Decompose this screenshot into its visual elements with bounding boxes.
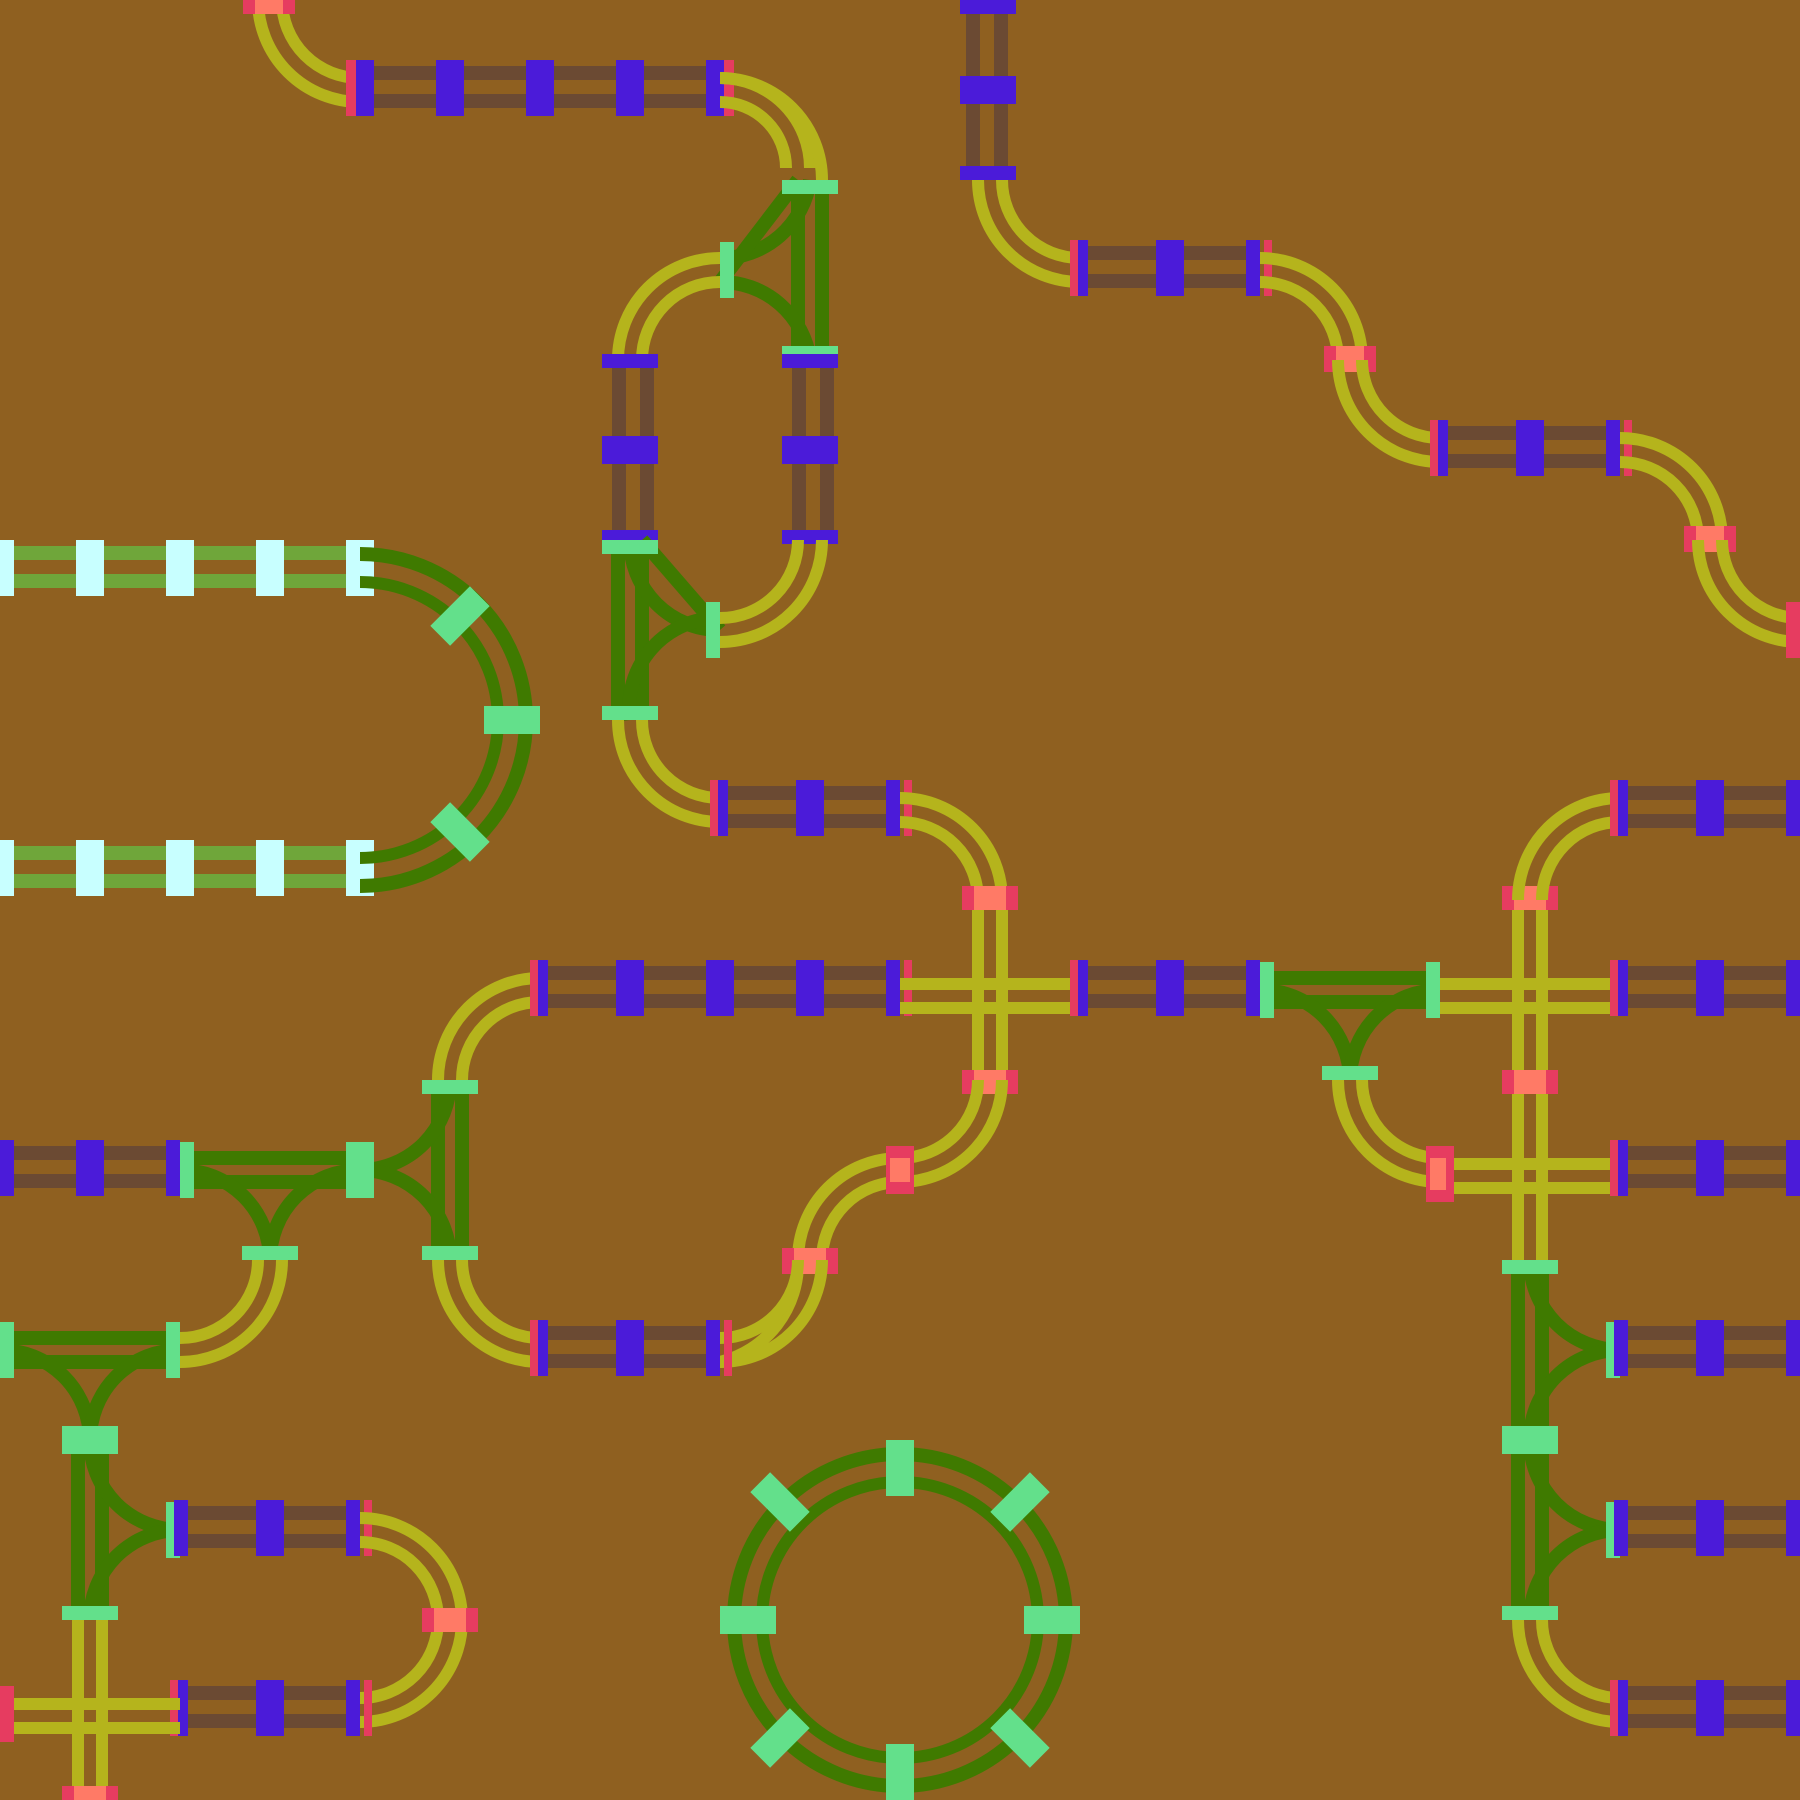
straight-track-mid[interactable] [710,780,912,836]
curve-track-bottom-left-hairpin[interactable] [359,1512,468,1728]
straight-track-upper-right[interactable] [1070,240,1272,296]
straight-track-top-vertical[interactable] [960,0,1016,180]
curve-track-lower-left-1[interactable] [179,1259,288,1368]
switch-tie [346,1142,374,1198]
switch-tie [62,1426,118,1454]
straight-track-top[interactable] [346,60,734,116]
switch-tie [1502,1260,1558,1274]
straight-track-center-right[interactable] [1070,960,1260,1016]
curve-track-left-upper[interactable] [612,252,721,361]
curve-track-mid-right[interactable] [899,792,1008,901]
switch-tie [166,1322,180,1378]
curve-track-upper-right-2[interactable] [1259,252,1368,361]
switch-tie [180,1142,194,1198]
curve-track-lower-left-2[interactable] [432,1259,541,1368]
switch-tie [62,1606,118,1620]
end-cap [782,1248,838,1274]
end-cap [243,0,295,14]
track-tie [436,60,464,116]
curve-track-top[interactable] [719,72,828,181]
switch-junction-lower-left[interactable] [179,1079,469,1261]
track-tie [616,60,644,116]
switch-tie [0,1322,14,1378]
straight-track-right-3[interactable] [1610,1140,1800,1196]
switch-tie [422,1246,478,1260]
end-cap [422,1608,478,1632]
straight-track-bottom-left-1[interactable] [174,1500,372,1556]
straight-track-right-4[interactable] [1614,1320,1800,1376]
switch-tie [1426,962,1440,1018]
switch-tie [1502,1426,1558,1454]
path-tie [0,840,14,896]
path-tie [256,840,284,896]
path-tie [166,540,194,596]
path-tie [256,540,284,596]
switch-junction-bottom-left[interactable] [0,1331,181,1621]
switch-tie [242,1246,298,1260]
switch-tie [706,602,720,658]
path-tie [166,840,194,896]
straight-track-lower-left-1[interactable] [0,1140,180,1196]
switch-tie [602,540,658,554]
crossing-track-right-column[interactable] [1426,886,1620,1260]
curve-track-top-left[interactable] [252,0,361,108]
switch-tie [1260,962,1274,1018]
straight-track-right-2[interactable] [1610,960,1800,1016]
switch-tie [720,242,734,298]
straight-track-right-1[interactable] [1610,780,1800,836]
curve-track-middle-right[interactable] [719,539,828,648]
straight-track-vertical-right[interactable] [782,354,838,544]
curve-track-right-top[interactable] [1512,792,1621,901]
curve-track-lower-left[interactable] [612,719,721,828]
straight-track-right-6[interactable] [1610,1680,1800,1736]
switch-tie [782,180,838,194]
curve-track-upper-right-4[interactable] [1619,432,1728,541]
path-tie [0,540,14,596]
curve-track-upper-right-5[interactable] [1692,539,1800,648]
end-cap [886,1146,914,1194]
curve-track-center-left[interactable] [432,972,541,1081]
track-tie [526,60,554,116]
straight-track-lower-mid[interactable] [530,1320,732,1376]
straight-track-upper-right-2[interactable] [1430,420,1632,476]
switch-tie [602,706,658,720]
straight-track-right-5[interactable] [1614,1500,1800,1556]
curve-track-upper-right-3[interactable] [1332,359,1441,468]
crossing-track-bottom-left[interactable] [0,1620,180,1800]
end-cap [1786,602,1800,658]
switch-tie [422,1080,478,1094]
switch-junction-center-right[interactable] [1259,971,1441,1081]
curve-track-upper-right-1[interactable] [972,179,1081,288]
highlighted-path[interactable] [0,540,540,896]
curve-track-center-right-down[interactable] [1332,1079,1441,1188]
crossing-track-center[interactable] [900,886,1080,1094]
curve-track-right-bottom[interactable] [1512,1619,1621,1728]
straight-track-center[interactable] [530,960,912,1016]
path-tie [76,840,104,896]
switch-tie [1322,1066,1378,1080]
curve-track-lower-mid[interactable] [719,1259,828,1368]
loop-track[interactable] [720,1440,1080,1800]
switch-tie [1502,1606,1558,1620]
path-tie [76,540,104,596]
